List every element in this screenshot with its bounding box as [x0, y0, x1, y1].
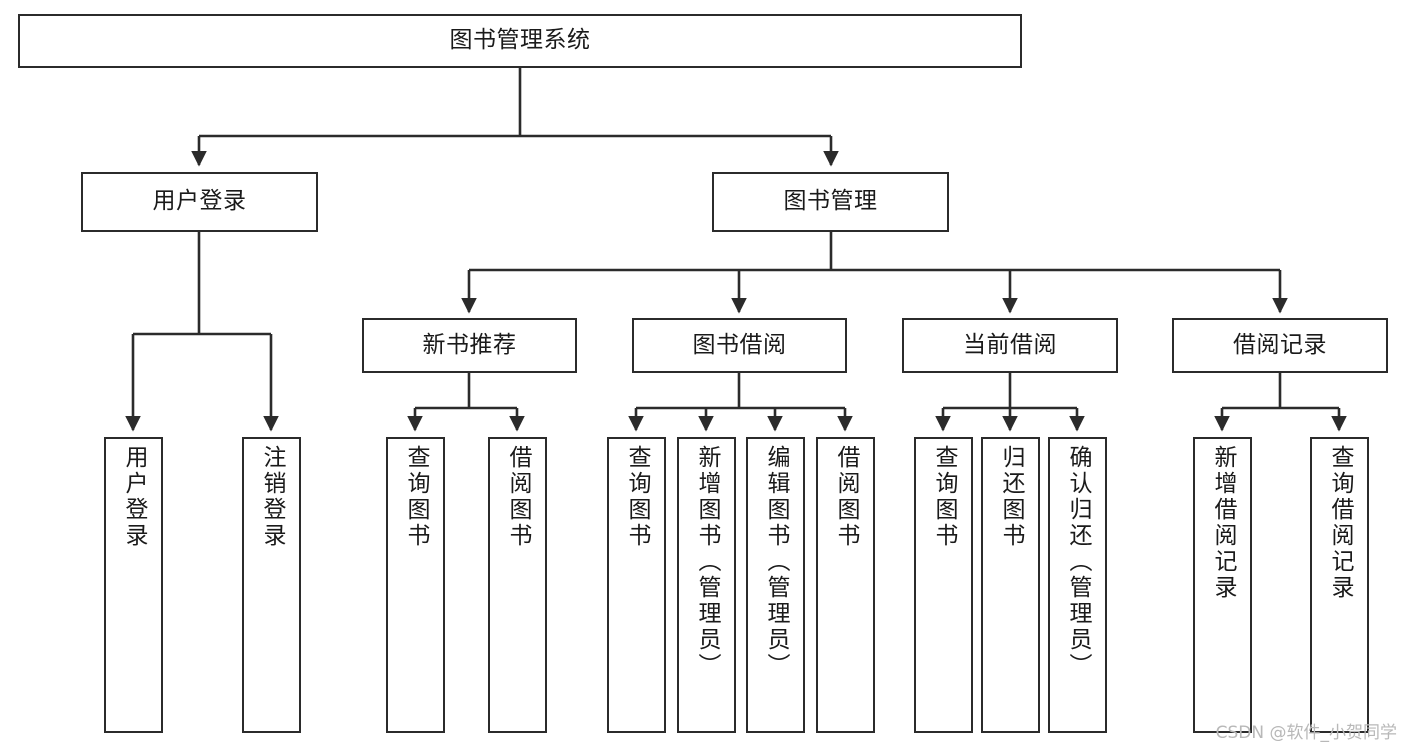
leaf-user-login-logout-label: 注销登录 [259, 445, 285, 549]
leaf-current-borrow-query-book-label: 查询图书 [931, 445, 957, 549]
node-current-borrow[interactable]: 当前借阅 [902, 318, 1118, 373]
leaf-borrow-record-query-record[interactable]: 查询借阅记录 [1310, 437, 1369, 733]
watermark: CSDN @软件_小贺同学 [1215, 723, 1397, 743]
node-book-borrow[interactable]: 图书借阅 [632, 318, 847, 373]
leaf-user-login-logout[interactable]: 注销登录 [242, 437, 301, 733]
leaf-current-borrow-confirm-return-label: 确认归还（管理员） [1065, 445, 1091, 679]
leaf-book-borrow-edit-book[interactable]: 编辑图书（管理员） [746, 437, 805, 733]
node-borrow-record-label: 借阅记录 [1233, 331, 1327, 358]
leaf-book-borrow-edit-book-label: 编辑图书（管理员） [763, 445, 789, 679]
leaf-user-login-login-label: 用户登录 [121, 445, 147, 549]
node-new-book-recommend[interactable]: 新书推荐 [362, 318, 577, 373]
leaf-book-borrow-add-book[interactable]: 新增图书（管理员） [677, 437, 736, 733]
node-user-login[interactable]: 用户登录 [81, 172, 318, 232]
leaf-borrow-record-add-record-label: 新增借阅记录 [1210, 445, 1236, 601]
node-root[interactable]: 图书管理系统 [18, 14, 1022, 68]
leaf-book-borrow-add-book-label: 新增图书（管理员） [694, 445, 720, 679]
node-root-label: 图书管理系统 [449, 27, 591, 54]
node-book-management[interactable]: 图书管理 [712, 172, 949, 232]
leaf-new-book-borrow-book-label: 借阅图书 [505, 445, 531, 549]
leaf-current-borrow-return-book[interactable]: 归还图书 [981, 437, 1040, 733]
node-user-login-label: 用户登录 [152, 188, 247, 215]
leaf-current-borrow-return-book-label: 归还图书 [998, 445, 1024, 549]
leaf-new-book-borrow-book[interactable]: 借阅图书 [488, 437, 547, 733]
leaf-borrow-record-add-record[interactable]: 新增借阅记录 [1193, 437, 1252, 733]
leaf-user-login-login[interactable]: 用户登录 [104, 437, 163, 733]
leaf-book-borrow-query-book[interactable]: 查询图书 [607, 437, 666, 733]
leaf-book-borrow-query-book-label: 查询图书 [624, 445, 650, 549]
leaf-borrow-record-query-record-label: 查询借阅记录 [1327, 445, 1353, 601]
leaf-current-borrow-confirm-return[interactable]: 确认归还（管理员） [1048, 437, 1107, 733]
leaf-book-borrow-borrow-book[interactable]: 借阅图书 [816, 437, 875, 733]
leaf-current-borrow-query-book[interactable]: 查询图书 [914, 437, 973, 733]
leaf-book-borrow-borrow-book-label: 借阅图书 [833, 445, 859, 549]
leaf-new-book-query-book-label: 查询图书 [403, 445, 429, 549]
node-book-management-label: 图书管理 [783, 188, 878, 215]
node-book-borrow-label: 图书借阅 [692, 331, 787, 358]
leaf-new-book-query-book[interactable]: 查询图书 [386, 437, 445, 733]
node-current-borrow-label: 当前借阅 [963, 331, 1057, 358]
node-borrow-record[interactable]: 借阅记录 [1172, 318, 1388, 373]
node-new-book-recommend-label: 新书推荐 [422, 331, 517, 358]
